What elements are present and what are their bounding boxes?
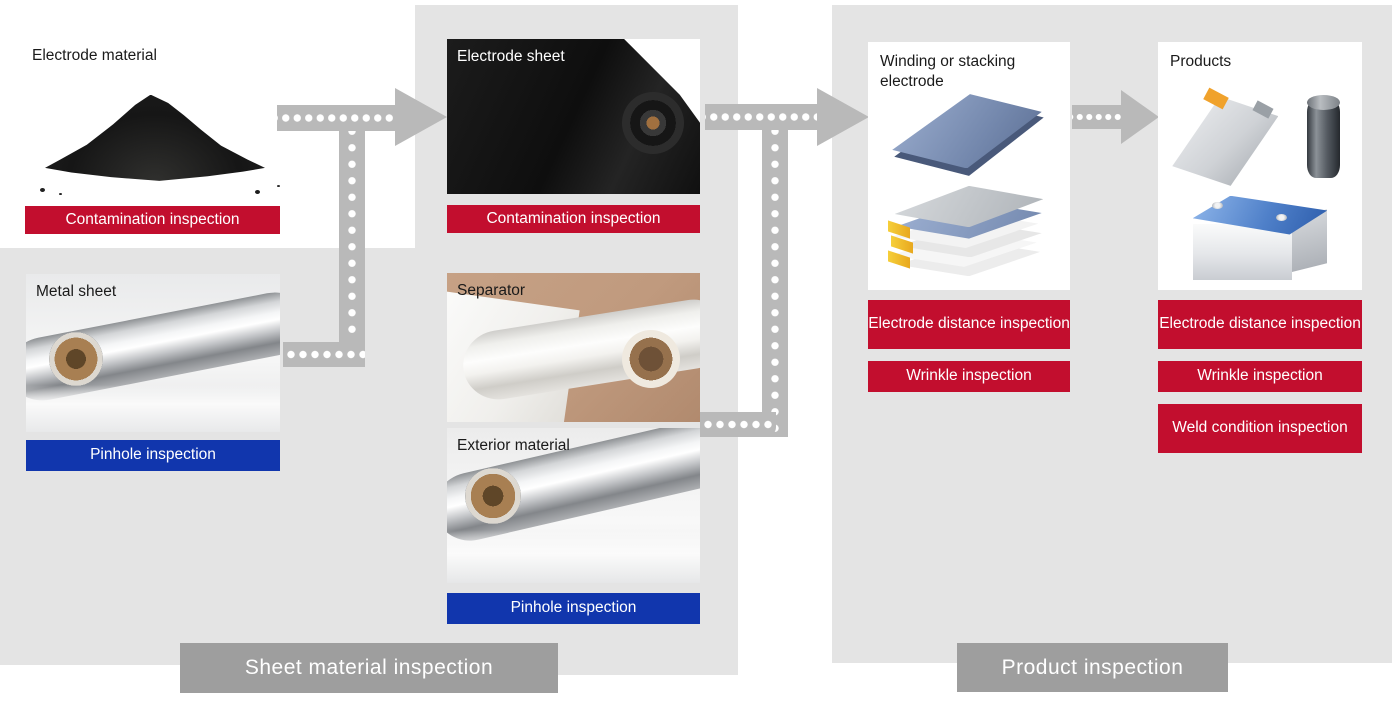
- powder-pile-illustration: [45, 94, 265, 181]
- banner-text: Pinhole inspection: [510, 599, 637, 617]
- contamination-inspection-banner: Contamination inspection: [447, 205, 700, 233]
- metal-sheet-label: Metal sheet: [36, 283, 117, 300]
- prismatic-battery-illustration: [1192, 195, 1328, 281]
- products-label: Products: [1170, 53, 1232, 70]
- contamination-inspection-banner: Contamination inspection: [25, 206, 280, 234]
- banner-text: Contamination inspection: [486, 209, 661, 227]
- exterior-material-photo: Exterior material: [447, 428, 700, 583]
- electrode-distance-inspection-banner: Electrode distance inspection: [868, 300, 1070, 349]
- dotted-line-horizontal: [283, 342, 365, 367]
- unrolled-sheet: [26, 384, 280, 432]
- dotted-line-vertical: [339, 117, 365, 367]
- product-inspection-title: Product inspection: [957, 643, 1228, 692]
- arrow-head-icon: [395, 88, 447, 146]
- cylindrical-cell-illustration: [1306, 99, 1340, 179]
- electrode-distance-inspection-banner: Electrode distance inspection: [1158, 300, 1362, 349]
- arrow-shaft: [277, 105, 397, 131]
- arrow-head-icon: [1121, 90, 1159, 144]
- arrow-head-icon: [817, 88, 869, 146]
- roll-core: [621, 91, 684, 154]
- electrode-material-label: Electrode material: [32, 47, 157, 64]
- separator-photo: Separator: [447, 273, 700, 422]
- banner-text: Wrinkle inspection: [1197, 367, 1323, 385]
- unrolled-sheet: [447, 530, 700, 583]
- winding-stacking-label: Winding or stacking electrode: [880, 53, 1016, 91]
- weld-condition-inspection-banner: Weld condition inspection: [1158, 404, 1362, 453]
- products-box: Products: [1158, 42, 1362, 290]
- roll-core: [48, 332, 103, 387]
- dotted-line-horizontal: [700, 412, 776, 437]
- banner-text: Pinhole inspection: [90, 446, 216, 464]
- banner-text: Electrode distance inspection: [1159, 315, 1361, 333]
- banner-text: Weld condition inspection: [1172, 419, 1348, 437]
- sheet-material-inspection-title: Sheet material inspection: [180, 643, 558, 693]
- pinhole-inspection-banner: Pinhole inspection: [447, 593, 700, 624]
- arrow-shaft: [1072, 105, 1124, 129]
- cylindrical-cell-cap: [1306, 95, 1340, 111]
- electrode-sheet-photo: Electrode sheet: [447, 39, 700, 194]
- banner-text: Contamination inspection: [65, 210, 240, 228]
- banner-text: Electrode distance inspection: [868, 315, 1070, 333]
- electrode-material-photo: [30, 80, 280, 202]
- section-title-text: Sheet material inspection: [244, 656, 494, 679]
- arrow-shaft: [705, 104, 819, 130]
- banner-text: Wrinkle inspection: [906, 367, 1032, 385]
- powder-specks: [40, 188, 45, 193]
- dotted-line-vertical: [762, 117, 788, 437]
- pinhole-inspection-banner: Pinhole inspection: [26, 440, 280, 471]
- battery-front: [1192, 224, 1293, 281]
- metal-sheet-photo: Metal sheet: [26, 274, 280, 432]
- battery-terminal: [1276, 214, 1288, 222]
- roll-core: [621, 329, 680, 388]
- electrode-sheet-label: Electrode sheet: [457, 48, 565, 65]
- roll-core: [464, 468, 521, 525]
- separator-label: Separator: [457, 282, 526, 299]
- wrinkle-inspection-banner: Wrinkle inspection: [1158, 361, 1362, 392]
- section-title-text: Product inspection: [1001, 655, 1184, 679]
- battery-terminal: [1211, 202, 1223, 210]
- stacked-electrode-illustration: [888, 185, 1050, 280]
- exterior-material-label: Exterior material: [457, 437, 570, 454]
- winding-stacking-box: Winding or stacking electrode: [868, 42, 1070, 290]
- wrinkle-inspection-banner: Wrinkle inspection: [868, 361, 1070, 392]
